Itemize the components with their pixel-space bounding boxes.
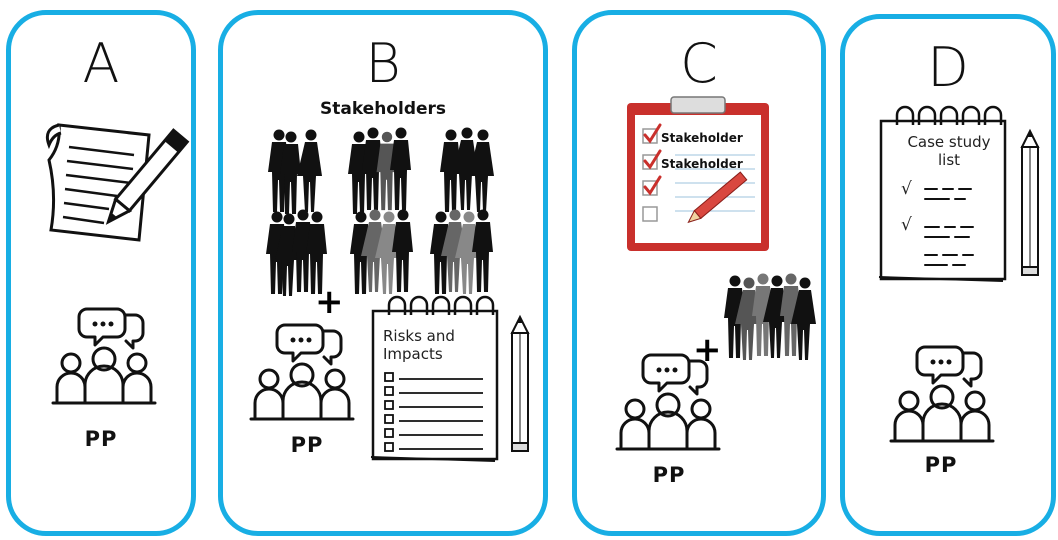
paper-pencil-icon <box>45 123 190 242</box>
panel-c-letter: C <box>680 32 718 95</box>
checklist-item: Stakeholder <box>661 131 743 145</box>
meeting-group-icon <box>889 345 995 443</box>
clipboard-checklist-icon <box>627 96 769 251</box>
check-mark: √ <box>901 215 912 235</box>
stakeholders-heading: Stakeholders <box>319 99 447 119</box>
notebook-title: Risks and Impacts <box>383 327 455 363</box>
group-label: PP <box>652 463 686 487</box>
notebook-icon <box>370 295 499 462</box>
meeting-group-icon <box>249 323 355 421</box>
panel-c: C Stakeholder Stakeholder + <box>572 10 826 536</box>
notebook-icon <box>878 105 1007 282</box>
panel-d-letter: D <box>927 36 969 99</box>
notebook-title: Case study list <box>907 133 991 169</box>
panel-a-letter: A <box>82 32 120 95</box>
plus-sign: + <box>315 282 344 322</box>
stakeholder-silhouettes-icon <box>724 273 816 360</box>
meeting-group-icon <box>615 353 721 451</box>
panel-b-letter: B <box>365 32 401 95</box>
group-label: PP <box>924 453 958 477</box>
pencil-icon <box>1020 128 1040 276</box>
panel-b: B Stakeholders <box>218 10 548 536</box>
check-mark: √ <box>901 179 912 199</box>
checklist-item: Stakeholder <box>661 157 743 171</box>
stakeholder-silhouettes-icon <box>266 127 494 296</box>
pencil-icon <box>510 314 530 452</box>
meeting-group-icon <box>51 307 157 405</box>
panel-d: D Case study list √ √ <box>840 14 1056 536</box>
group-label: PP <box>290 433 324 457</box>
group-label: PP <box>84 427 118 451</box>
panel-a: A PP <box>6 10 196 536</box>
